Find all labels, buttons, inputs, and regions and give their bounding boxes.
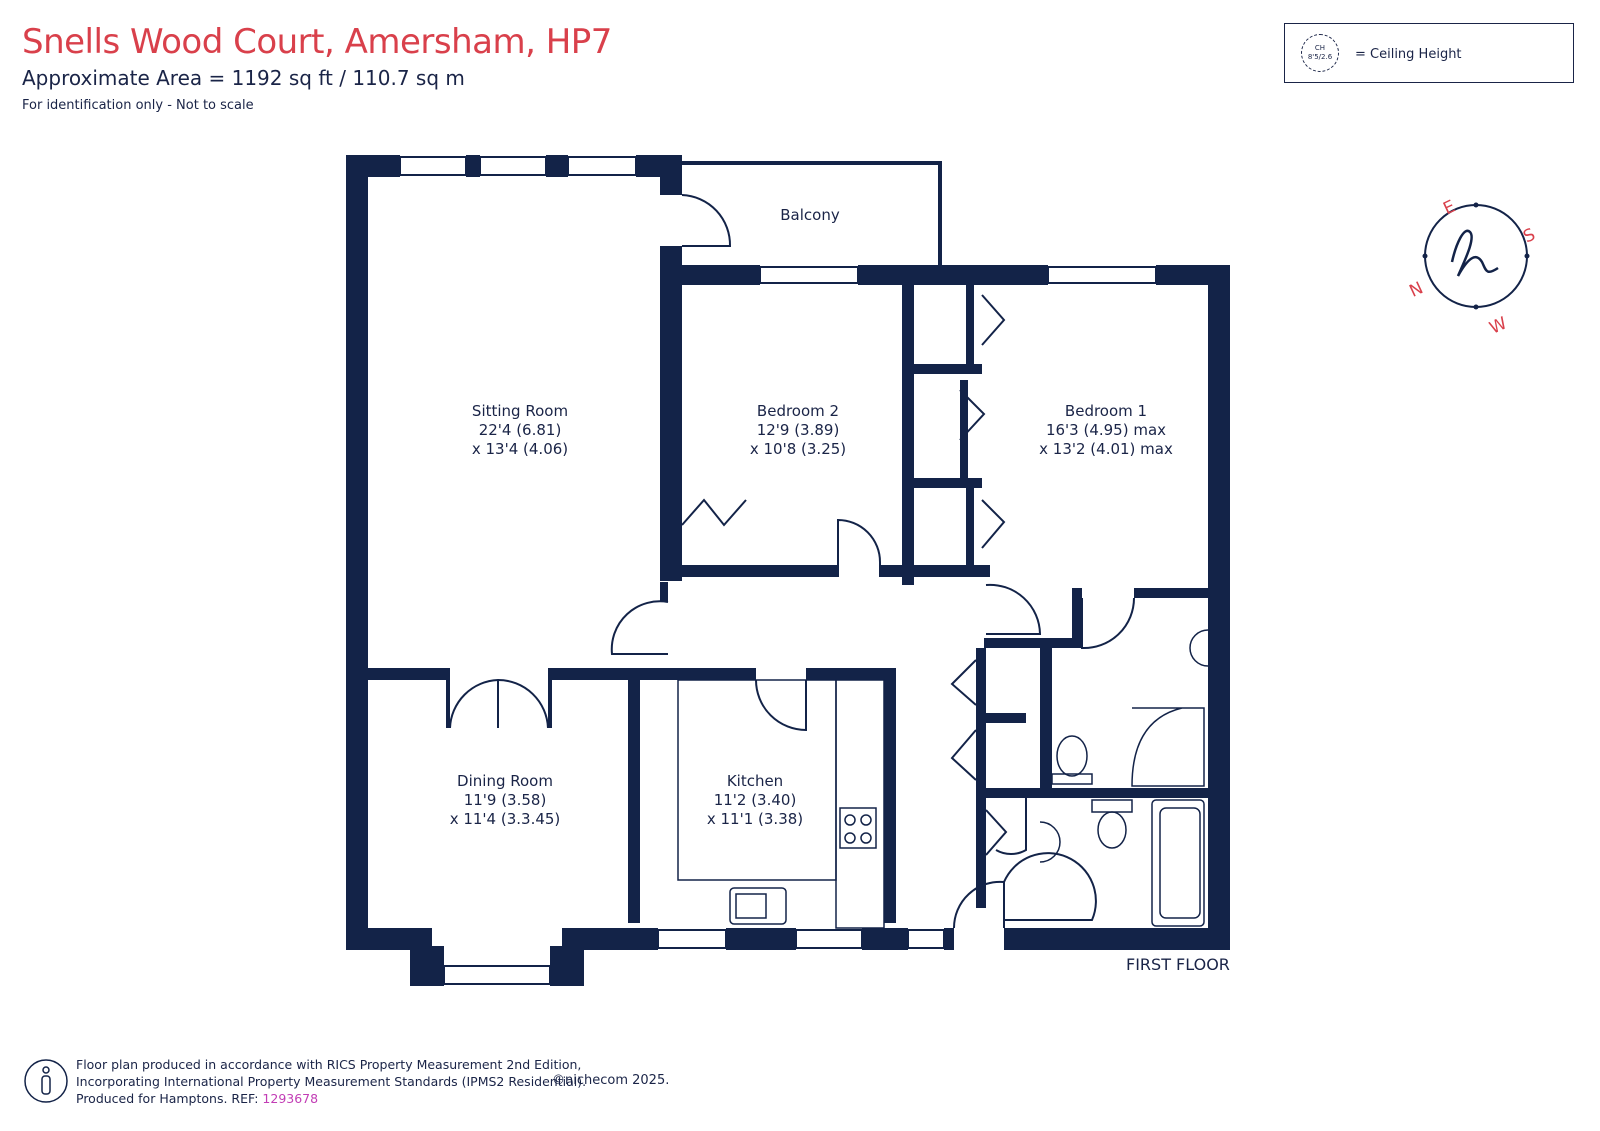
room-sitting-room: Sitting Room 22'4 (6.81) x 13'4 (4.06) [440, 402, 600, 459]
footer-line-2: Incorporating International Property Mea… [76, 1074, 587, 1089]
footer-prefix: Produced for Hamptons. REF: [76, 1091, 263, 1106]
room-dining-room: Dining Room 11'9 (3.58) x 11'4 (3.3.45) [420, 772, 590, 829]
room-name: Bedroom 1 [1064, 402, 1148, 420]
badge-line2: 8'5/2.6 [1307, 53, 1333, 61]
windows [399, 156, 1157, 985]
room-dimension: 11'2 (3.40) [713, 791, 797, 809]
room-dimension: x 10'8 (3.25) [749, 440, 847, 458]
plan-title: Snells Wood Court, Amersham, HP7 [22, 22, 612, 62]
ceiling-height-legend: CH 8'5/2.6 = Ceiling Height [1284, 23, 1574, 83]
ceiling-height-badge: CH 8'5/2.6 [1301, 34, 1339, 72]
info-icon [24, 1059, 68, 1103]
basin-icon-2 [1039, 821, 1061, 863]
sink-icon [729, 887, 787, 925]
room-dimension: x 13'4 (4.06) [471, 440, 569, 458]
room-dimension: x 11'1 (3.38) [706, 810, 804, 828]
footer-note: Floor plan produced in accordance with R… [76, 1056, 586, 1107]
room-name: Sitting Room [471, 402, 569, 420]
disclaimer: For identification only - Not to scale [22, 98, 254, 113]
footer-line-1: Floor plan produced in accordance with R… [76, 1057, 582, 1072]
basin-icon [1189, 629, 1209, 667]
room-name: Kitchen [726, 772, 784, 790]
shower-icon [1131, 707, 1205, 787]
kitchen-fittings [677, 679, 885, 929]
walls [346, 155, 1230, 986]
room-dimension: 16'3 (4.95) max [1045, 421, 1167, 439]
toilet-icon-2 [1097, 811, 1127, 849]
bathroom-fittings [1039, 629, 1209, 927]
floor-label: FIRST FLOOR [1126, 955, 1230, 974]
bath-icon [1151, 799, 1205, 927]
room-name: Bedroom 2 [756, 402, 840, 420]
room-dimension: 11'9 (3.58) [463, 791, 547, 809]
room-name: Dining Room [457, 772, 553, 790]
badge-line1: CH [1314, 44, 1326, 52]
copyright: ©nichecom 2025. [552, 1073, 670, 1088]
hob-icon [839, 807, 877, 849]
reference-number: 1293678 [262, 1091, 319, 1106]
doors [449, 194, 1135, 929]
approximate-area: Approximate Area = 1192 sq ft / 110.7 sq… [22, 66, 465, 90]
room-dimension: x 11'4 (3.3.45) [449, 810, 561, 828]
room-dimension: 22'4 (6.81) [478, 421, 562, 439]
legend-label: = Ceiling Height [1355, 47, 1462, 62]
compass-icon [1422, 202, 1530, 310]
room-kitchen: Kitchen 11'2 (3.40) x 11'1 (3.38) [680, 772, 830, 829]
balcony-outline [676, 161, 942, 266]
room-dimension: x 13'2 (4.01) max [1039, 440, 1173, 458]
toilet-icon [1056, 735, 1088, 777]
room-bedroom-2: Bedroom 2 12'9 (3.89) x 10'8 (3.25) [718, 402, 878, 459]
room-balcony: Balcony [760, 206, 860, 225]
footer-line-3: Produced for Hamptons. REF: 1293678 [76, 1090, 586, 1107]
room-dimension: 12'9 (3.89) [756, 421, 840, 439]
room-name: Balcony [780, 206, 840, 224]
room-bedroom-1: Bedroom 1 16'3 (4.95) max x 13'2 (4.01) … [1016, 402, 1196, 459]
